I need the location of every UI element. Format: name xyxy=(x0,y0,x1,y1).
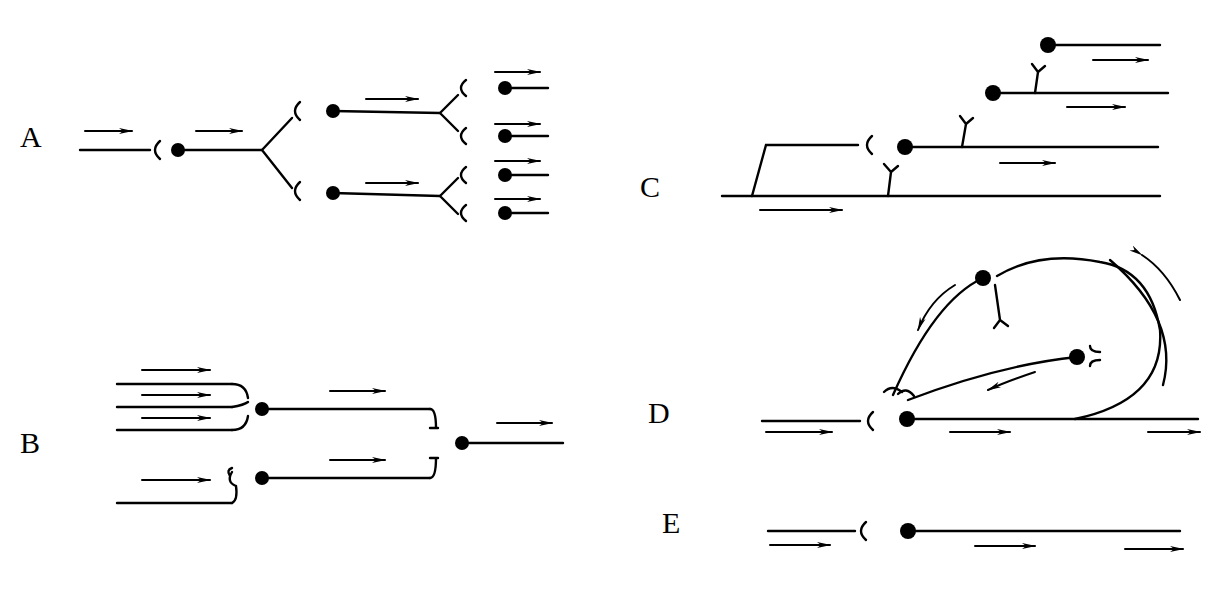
panel-letter: B xyxy=(20,428,40,458)
panel-letter: D xyxy=(648,398,670,428)
panel-letter: A xyxy=(20,122,42,152)
panel-letter: E xyxy=(662,508,680,538)
panel-letter: C xyxy=(640,172,660,202)
